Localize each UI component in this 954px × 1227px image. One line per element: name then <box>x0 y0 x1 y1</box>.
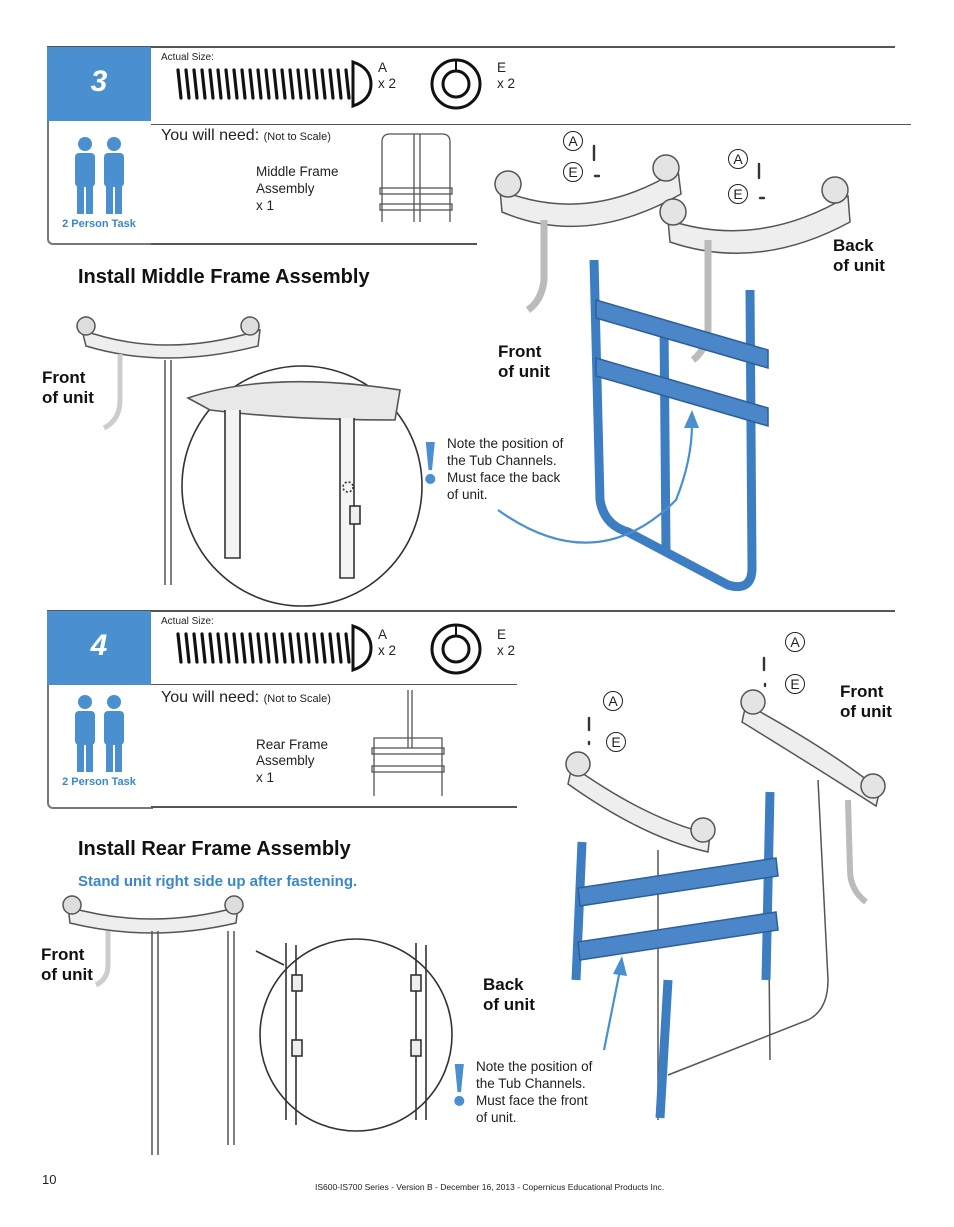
step4-item-line-3: x 1 <box>256 770 275 785</box>
step3-part-a-letter: A <box>378 60 388 75</box>
step4-callout-a1: A <box>785 632 805 652</box>
step3-item-line-2: Assembly <box>256 181 315 196</box>
step3-need-label: You will need: <box>161 127 260 144</box>
step4-part-e-qty: x 2 <box>497 643 516 658</box>
step4-need-bottom-rule <box>151 806 517 808</box>
step3-part-e-letter: E <box>497 60 507 75</box>
step3-note: Note the position of the Tub Channels. M… <box>447 435 563 503</box>
step3-front-left-line2: of unit <box>42 388 94 407</box>
step4-top-rule <box>47 610 895 612</box>
step4-part-e-letter: E <box>497 627 507 642</box>
step3-callout-e1: E <box>563 162 583 182</box>
step3-pointer-arrow <box>497 410 699 544</box>
step4-part-a-letter: A <box>378 627 388 642</box>
step4-part-a-qty: x 2 <box>378 643 397 658</box>
screw-icon <box>587 656 767 746</box>
step3-item-line-3: x 1 <box>256 198 275 213</box>
step3-number-box: 3 <box>47 47 151 121</box>
step3-callout-a2: A <box>728 149 748 169</box>
step4-not-to-scale: (Not to Scale) <box>263 693 331 705</box>
step3-parts-divider <box>151 124 911 125</box>
page-number: 10 <box>42 1172 57 1187</box>
bolt-a-icon <box>176 59 373 109</box>
step3-front-label-left: Front of unit <box>42 368 94 408</box>
step4-person-cell <box>47 685 153 809</box>
step4-person-task: 2 Person Task <box>62 776 136 788</box>
step4-back-line1: Back <box>483 975 524 994</box>
step4-subheading: Stand unit right side up after fastening… <box>78 873 358 890</box>
step4-exclamation-icon: ! <box>449 1051 470 1119</box>
document-info: IS600-IS700 Series - Version B - Decembe… <box>315 1182 665 1192</box>
step4-front-left-line1: Front <box>41 945 85 964</box>
step4-callout-e2: E <box>606 732 626 752</box>
step3-exclamation-icon: ! <box>420 429 441 497</box>
person-icon <box>75 695 124 772</box>
step3-note-line1: Note the position of <box>447 436 564 451</box>
step3-callout-e2: E <box>728 184 748 204</box>
step3-front-right-line1: Front <box>498 342 542 361</box>
step3-front-label-right: Front of unit <box>498 342 550 382</box>
step4-front-left-line2: of unit <box>41 965 93 984</box>
step3-need-bottom-rule <box>151 243 477 245</box>
middle-frame-thumbnail <box>379 133 453 222</box>
step4-actual-size: Actual Size: <box>161 616 214 627</box>
bolt-a-icon <box>176 623 373 673</box>
step3-front-frame-drawing <box>76 316 423 607</box>
step3-you-will-need: You will need: (Not to Scale) <box>161 127 331 145</box>
step3-not-to-scale: (Not to Scale) <box>263 131 331 143</box>
washer-e-icon <box>430 58 482 110</box>
step3-person-task: 2 Person Task <box>62 218 136 230</box>
step4-note-line1: Note the position of <box>476 1059 593 1074</box>
step3-item-line-1: Middle Frame <box>256 164 339 179</box>
step3-top-rule <box>47 46 895 48</box>
rear-frame-thumbnail <box>371 690 445 796</box>
step4-you-will-need: You will need: (Not to Scale) <box>161 689 331 707</box>
step4-front-label-right: Front of unit <box>840 682 892 722</box>
step4-number-box: 4 <box>47 611 151 685</box>
step4-item-line-2: Assembly <box>256 753 315 768</box>
step4-heading: Install Rear Frame Assembly <box>78 838 351 860</box>
step4-item-line-1: Rear Frame <box>256 737 329 752</box>
step4-front-frame-drawing <box>62 895 453 1155</box>
step4-assembly-drawing <box>565 689 886 1120</box>
step4-front-right-line2: of unit <box>840 702 892 721</box>
step3-number: 3 <box>90 65 108 98</box>
person-icon <box>75 137 124 214</box>
step3-back-line2: of unit <box>833 256 885 275</box>
step4-note: Note the position of the Tub Channels. M… <box>476 1058 592 1126</box>
screw-icon <box>592 144 766 200</box>
step4-note-line2: the Tub Channels. <box>476 1076 586 1091</box>
step4-front-right-line1: Front <box>840 682 884 701</box>
step3-heading: Install Middle Frame Assembly <box>78 266 370 288</box>
step3-part-a-qty: x 2 <box>378 76 397 91</box>
step3-actual-size: Actual Size: <box>161 52 214 63</box>
step4-callout-a2: A <box>603 691 623 711</box>
step3-front-right-line2: of unit <box>498 362 550 381</box>
step4-back-line2: of unit <box>483 995 535 1014</box>
step3-note-line3: Must face the back <box>447 470 561 485</box>
step3-person-cell <box>47 121 153 245</box>
step3-back-label: Back of unit <box>833 236 885 276</box>
step4-back-label: Back of unit <box>483 975 535 1015</box>
step4-callout-e1: E <box>785 674 805 694</box>
step4-pointer-arrow <box>602 956 627 1051</box>
step3-front-left-line1: Front <box>42 368 86 387</box>
step4-parts-divider <box>151 684 517 685</box>
step4-front-label-left: Front of unit <box>41 945 93 985</box>
step3-assembly-drawing <box>494 154 851 592</box>
step4-need-label: You will need: <box>161 689 260 706</box>
step3-note-line4: of unit. <box>447 487 488 502</box>
step3-callout-a1: A <box>563 131 583 151</box>
step4-note-line4: of unit. <box>476 1110 517 1125</box>
step3-back-line1: Back <box>833 236 874 255</box>
step4-number: 4 <box>90 629 108 662</box>
washer-e-icon <box>430 623 482 675</box>
step3-part-e-qty: x 2 <box>497 76 516 91</box>
step3-note-line2: the Tub Channels. <box>447 453 557 468</box>
step4-note-line3: Must face the front <box>476 1093 588 1108</box>
